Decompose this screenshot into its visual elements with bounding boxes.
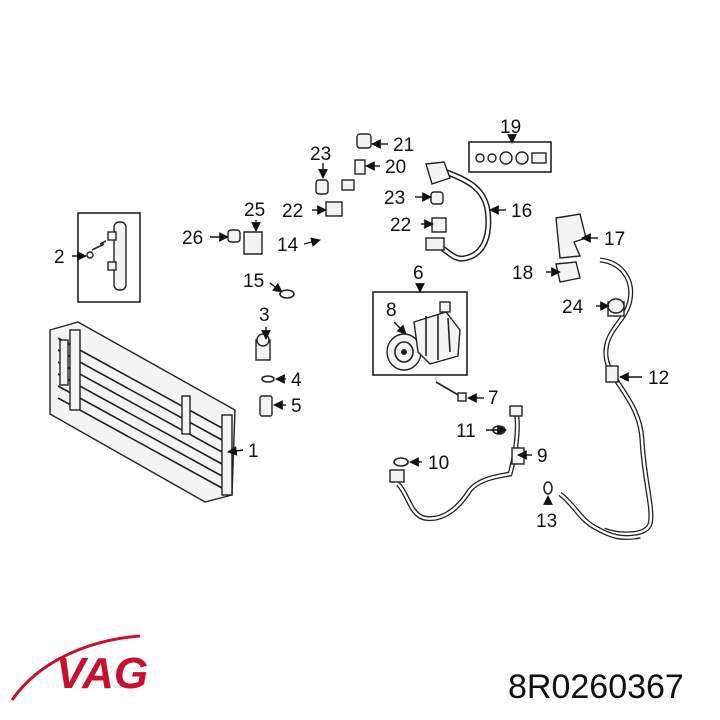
callout-2: 2 (54, 247, 65, 268)
callout-7: 7 (488, 388, 499, 409)
brand-name: VAG (56, 649, 148, 698)
callout-26: 26 (182, 228, 203, 249)
callout-16: 16 (511, 201, 532, 222)
dryer-assembly-box (77, 212, 141, 303)
callout-22b: 22 (390, 215, 411, 236)
pipe-12 (599, 257, 654, 537)
callout-17: 17 (604, 229, 625, 250)
callout-24: 24 (562, 297, 584, 318)
hose-14 (299, 179, 367, 330)
condenser (49, 321, 236, 503)
callout-6: 6 (413, 263, 424, 284)
callout-18: 18 (512, 263, 533, 284)
vag-logo: VAG (10, 634, 148, 701)
callout-4: 4 (291, 370, 302, 391)
callout-14: 14 (277, 235, 299, 256)
pipe-9-10 (389, 405, 525, 522)
callout-5: 5 (291, 396, 302, 417)
callout-20: 20 (385, 157, 406, 178)
part-number: 8R0260367 (508, 668, 684, 706)
callout-11: 11 (456, 421, 476, 442)
callout-22a: 22 (282, 201, 303, 222)
callout-8: 8 (386, 300, 397, 321)
gasket-kit-box (468, 141, 552, 173)
callout-23b: 23 (384, 188, 405, 209)
callout-10: 10 (428, 453, 449, 474)
callout-15: 15 (243, 271, 264, 292)
callout-23a: 23 (310, 144, 331, 165)
callout-12: 12 (648, 368, 669, 389)
callout-25: 25 (244, 200, 265, 221)
callout-21: 21 (393, 135, 414, 156)
callout-9: 9 (537, 446, 548, 467)
small-parts (227, 133, 625, 495)
callout-1: 1 (248, 441, 259, 462)
callout-19: 19 (500, 117, 521, 138)
callout-3: 3 (259, 305, 270, 326)
leader-arrows (72, 134, 642, 505)
hose-16 (425, 161, 492, 262)
line-13 (558, 491, 641, 541)
callout-13: 13 (536, 511, 557, 532)
callout-labels: 1 2 3 4 5 6 7 8 9 10 11 12 13 14 15 16 1… (54, 117, 669, 532)
